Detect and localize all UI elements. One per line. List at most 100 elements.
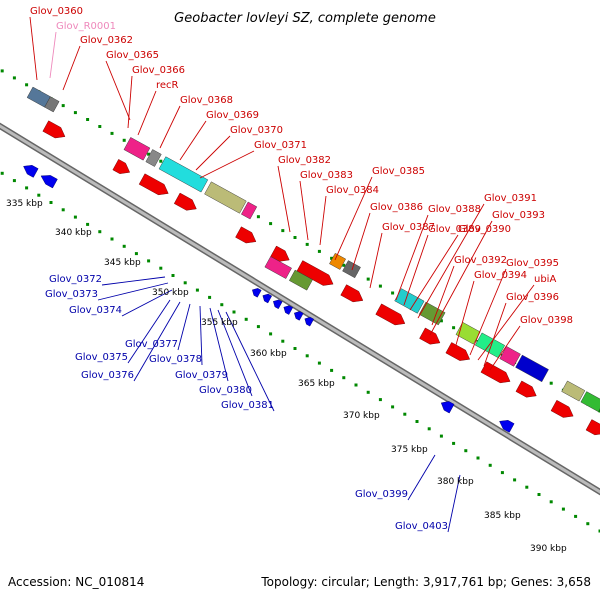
tick-dot [110, 237, 114, 241]
reverse-cds-1 [40, 175, 58, 189]
colored-feature-5-shape [204, 181, 247, 214]
forward-cds-8 [375, 303, 406, 326]
kbp-label-0: 335 kbp [6, 199, 43, 209]
tick-dot [317, 249, 321, 253]
tick-dot [378, 398, 382, 402]
reverse-cds-6 [294, 311, 304, 321]
colored-feature-3-shape [145, 149, 162, 167]
forward-cds-0 [42, 120, 66, 139]
reverse-cds-8 [440, 401, 455, 414]
tick-dot [12, 76, 16, 80]
forward-cds-7-shape [340, 284, 364, 303]
forward-label-11-leader [299, 180, 309, 241]
tick-dot [366, 277, 370, 281]
tick-dot [232, 310, 236, 314]
reverse-cds-5-shape [283, 305, 294, 315]
colored-feature-18-shape [580, 391, 600, 412]
forward-label-13: Glov_0385 [372, 166, 425, 177]
forward-label-7: Glov_0369 [206, 110, 259, 121]
tick-dot [73, 111, 77, 115]
tick-dot [452, 441, 456, 445]
tick-dot [354, 383, 358, 387]
tick-dot [537, 493, 541, 496]
tick-dot [195, 288, 199, 292]
forward-cds-6 [296, 260, 334, 286]
forward-label-24: ubiA [534, 274, 556, 285]
forward-cds-5-shape [270, 245, 290, 262]
tick-dot [49, 201, 53, 204]
tick-dot [147, 152, 151, 156]
colored-feature-15 [499, 346, 521, 367]
tick-dot [147, 259, 151, 263]
forward-label-6: Glov_0368 [180, 95, 233, 106]
kbp-label-5: 360 kbp [250, 349, 287, 359]
tick-dot [305, 354, 309, 358]
forward-label-1-leader [49, 31, 57, 79]
forward-cds-4-shape [235, 226, 257, 244]
forward-label-10-leader [277, 165, 291, 233]
forward-label-6-leader [159, 105, 181, 149]
reverse-label-3: Glov_0375 [75, 352, 128, 363]
reverse-label-0-leader [101, 276, 166, 286]
colored-feature-8-shape [289, 269, 313, 291]
tick-dot [98, 125, 102, 128]
tick-dot [391, 405, 395, 409]
forward-label-2: Glov_0362 [80, 35, 133, 46]
tick-dot [488, 463, 492, 467]
forward-cds-10-shape [445, 342, 471, 361]
tick-dot [525, 485, 529, 489]
kbp-label-4: 355 kbp [201, 318, 238, 328]
colored-feature-4-shape [158, 156, 209, 193]
tick-dot [244, 317, 248, 321]
tick-dot [586, 522, 590, 526]
forward-cds-3-shape [173, 192, 197, 211]
forward-cds-13-shape [550, 399, 574, 418]
reverse-label-2-leader [121, 289, 173, 317]
tick-dot [98, 230, 102, 234]
reverse-label-6-leader [199, 305, 203, 366]
tick-dot [549, 500, 553, 504]
tick-dot [269, 222, 273, 226]
colored-feature-9-shape [329, 252, 346, 270]
reverse-cds-4 [273, 299, 283, 310]
colored-feature-8 [289, 269, 313, 291]
reverse-cds-2-shape [252, 288, 262, 298]
genome-backbone [0, 122, 600, 496]
reverse-label-9-leader [225, 311, 275, 412]
backbone-highlight [0, 124, 600, 494]
forward-label-12-leader [319, 195, 327, 246]
tick-dot [598, 409, 600, 413]
tick-dot [293, 236, 297, 239]
forward-label-25-leader [483, 302, 507, 367]
colored-feature-15-shape [499, 346, 521, 367]
accession-text: Accession: NC_010814 [8, 575, 144, 589]
forward-cds-10 [445, 342, 471, 361]
forward-label-12: Glov_0384 [326, 185, 379, 196]
forward-label-7-leader [179, 120, 207, 161]
tick-dot [12, 179, 16, 183]
forward-label-17-leader [403, 234, 429, 306]
colored-feature-3 [145, 149, 162, 167]
reverse-label-8: Glov_0380 [199, 385, 252, 396]
reverse-cds-8-shape [440, 401, 455, 414]
forward-label-3-leader [105, 60, 131, 121]
tick-dot [61, 104, 65, 108]
forward-label-0-leader [29, 16, 38, 81]
reverse-label-1-leader [97, 282, 169, 301]
forward-label-17: Glov_0389 [428, 224, 481, 235]
tick-dot [464, 449, 468, 453]
forward-label-1: Glov_R0001 [56, 21, 116, 32]
forward-label-5-leader [137, 90, 157, 136]
forward-label-13-leader [334, 176, 373, 261]
reverse-cds-9-shape [499, 420, 515, 433]
colored-feature-9 [329, 252, 346, 270]
kbp-label-11: 390 kbp [530, 544, 567, 554]
kbp-label-1: 340 kbp [55, 228, 92, 238]
kbp-label-8: 375 kbp [391, 445, 428, 455]
forward-label-16-leader [395, 214, 429, 301]
colored-feature-16 [515, 354, 549, 383]
tick-dot [513, 478, 517, 482]
label-leader-lines [29, 16, 535, 533]
